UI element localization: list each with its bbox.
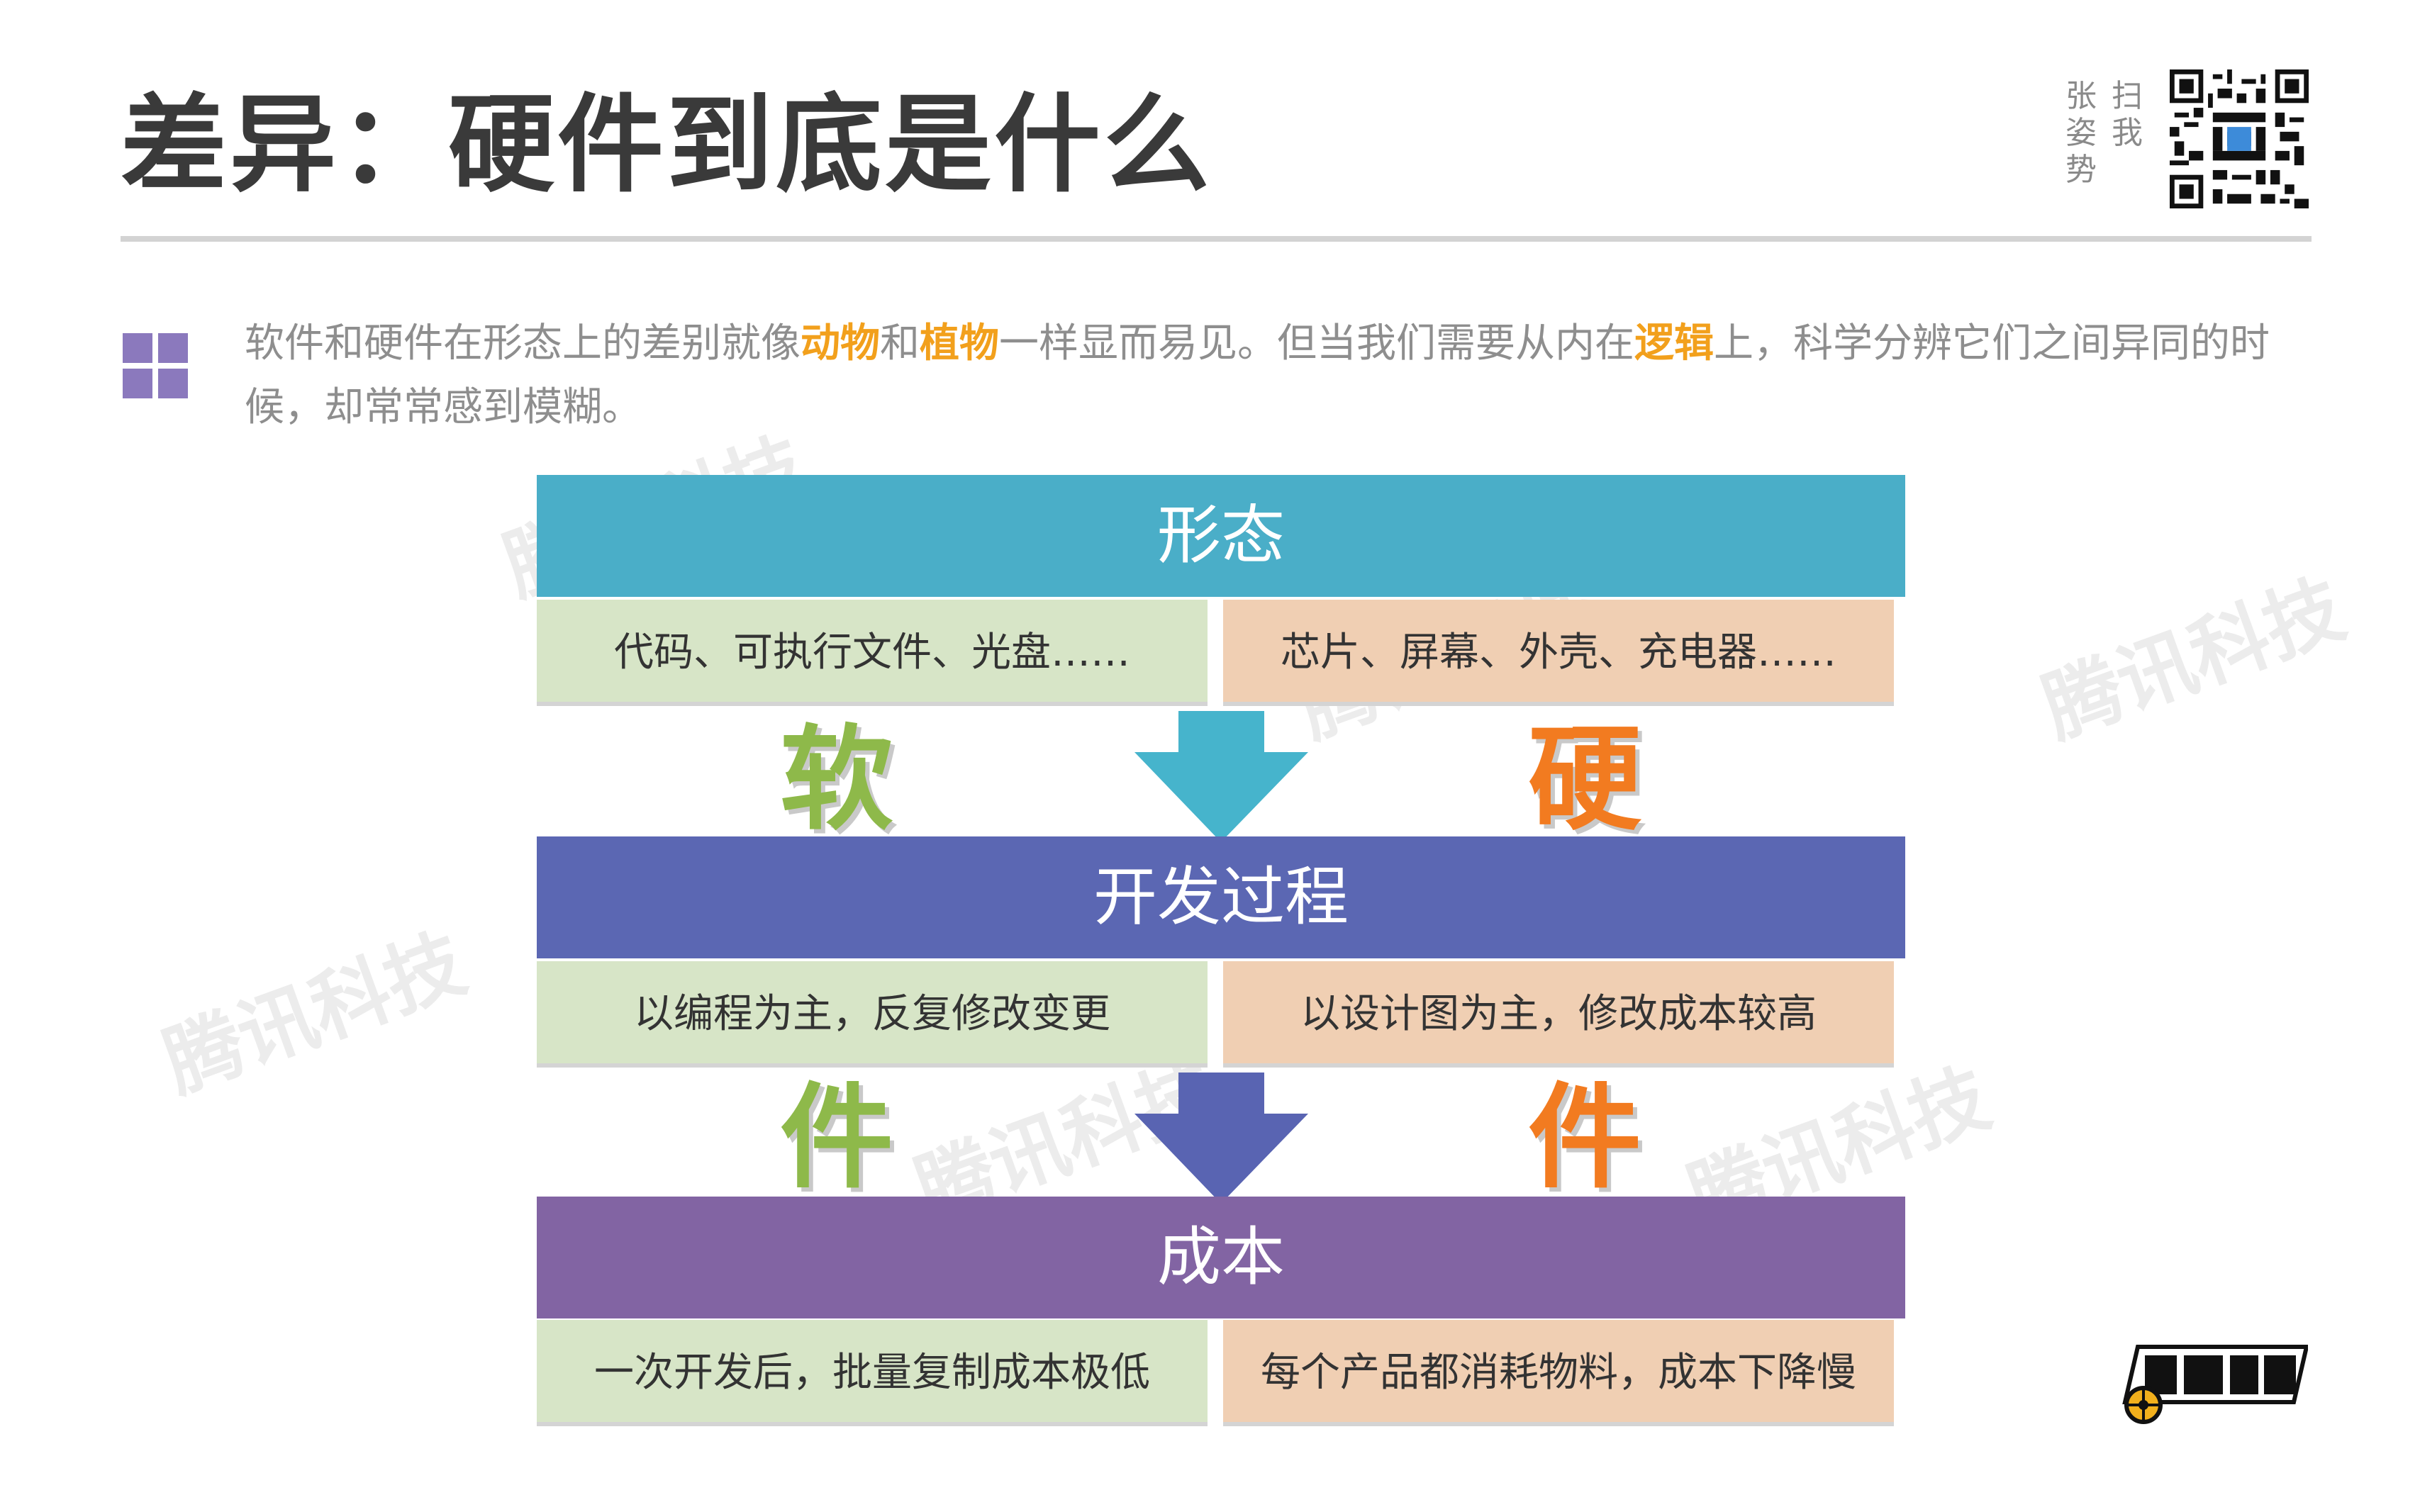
band-form: 形态 [537, 475, 1905, 597]
qr-code-icon[interactable] [2170, 69, 2309, 208]
development-hardware-cell: 以设计图为主，修改成本较高 [1223, 961, 1894, 1068]
qr-caption-right: 扫 我 [2112, 78, 2143, 151]
watermark: 腾讯科技 [152, 917, 477, 1109]
intro-text-1: 软件和硬件在形态上的差别就像 [245, 320, 801, 366]
brand-logo [2122, 1345, 2308, 1424]
band-development: 开发过程 [537, 836, 1905, 958]
down-arrow-icon [1134, 711, 1308, 842]
intro-text-4: 上，科学分辨它们之间异同的时候，却常常感到模糊。 [245, 320, 2270, 430]
cost-software-cell: 一次开发后，批量复制成本极低 [537, 1320, 1208, 1426]
page-title: 差异：硬件到底是什么 [121, 84, 1213, 207]
intro-text-3: 一样显而易见。但当我们需要从内在 [999, 320, 1634, 366]
qr-caption-left: 张 姿 势 [2065, 78, 2097, 188]
title-divider [121, 236, 2312, 242]
form-hardware-cell: 芯片、屏幕、外壳、充电器…… [1223, 600, 1894, 706]
hardware-char-2: 件 [1528, 1071, 1642, 1204]
band-cost: 成本 [537, 1197, 1905, 1318]
watermark: 腾讯科技 [2031, 563, 2356, 755]
intro-highlight-animal: 动物 [801, 320, 880, 366]
development-software-cell: 以编程为主，反复修改变更 [537, 961, 1208, 1068]
software-char-2: 件 [780, 1071, 894, 1204]
form-software-cell: 代码、可执行文件、光盘…… [537, 600, 1208, 706]
hardware-char-1: 硬 [1528, 713, 1642, 846]
down-arrow-icon [1134, 1073, 1308, 1204]
software-char-1: 软 [780, 713, 894, 846]
intro-text-2: 和 [880, 320, 920, 366]
intro-highlight-plant: 植物 [920, 320, 999, 366]
intro-highlight-logic: 逻辑 [1634, 320, 1714, 366]
cost-hardware-cell: 每个产品都消耗物料，成本下降慢 [1223, 1320, 1894, 1426]
grid-bullet-icon [123, 333, 188, 398]
intro-paragraph: 软件和硬件在形态上的差别就像动物和植物一样显而易见。但当我们需要从内在逻辑上，科… [245, 312, 2315, 439]
